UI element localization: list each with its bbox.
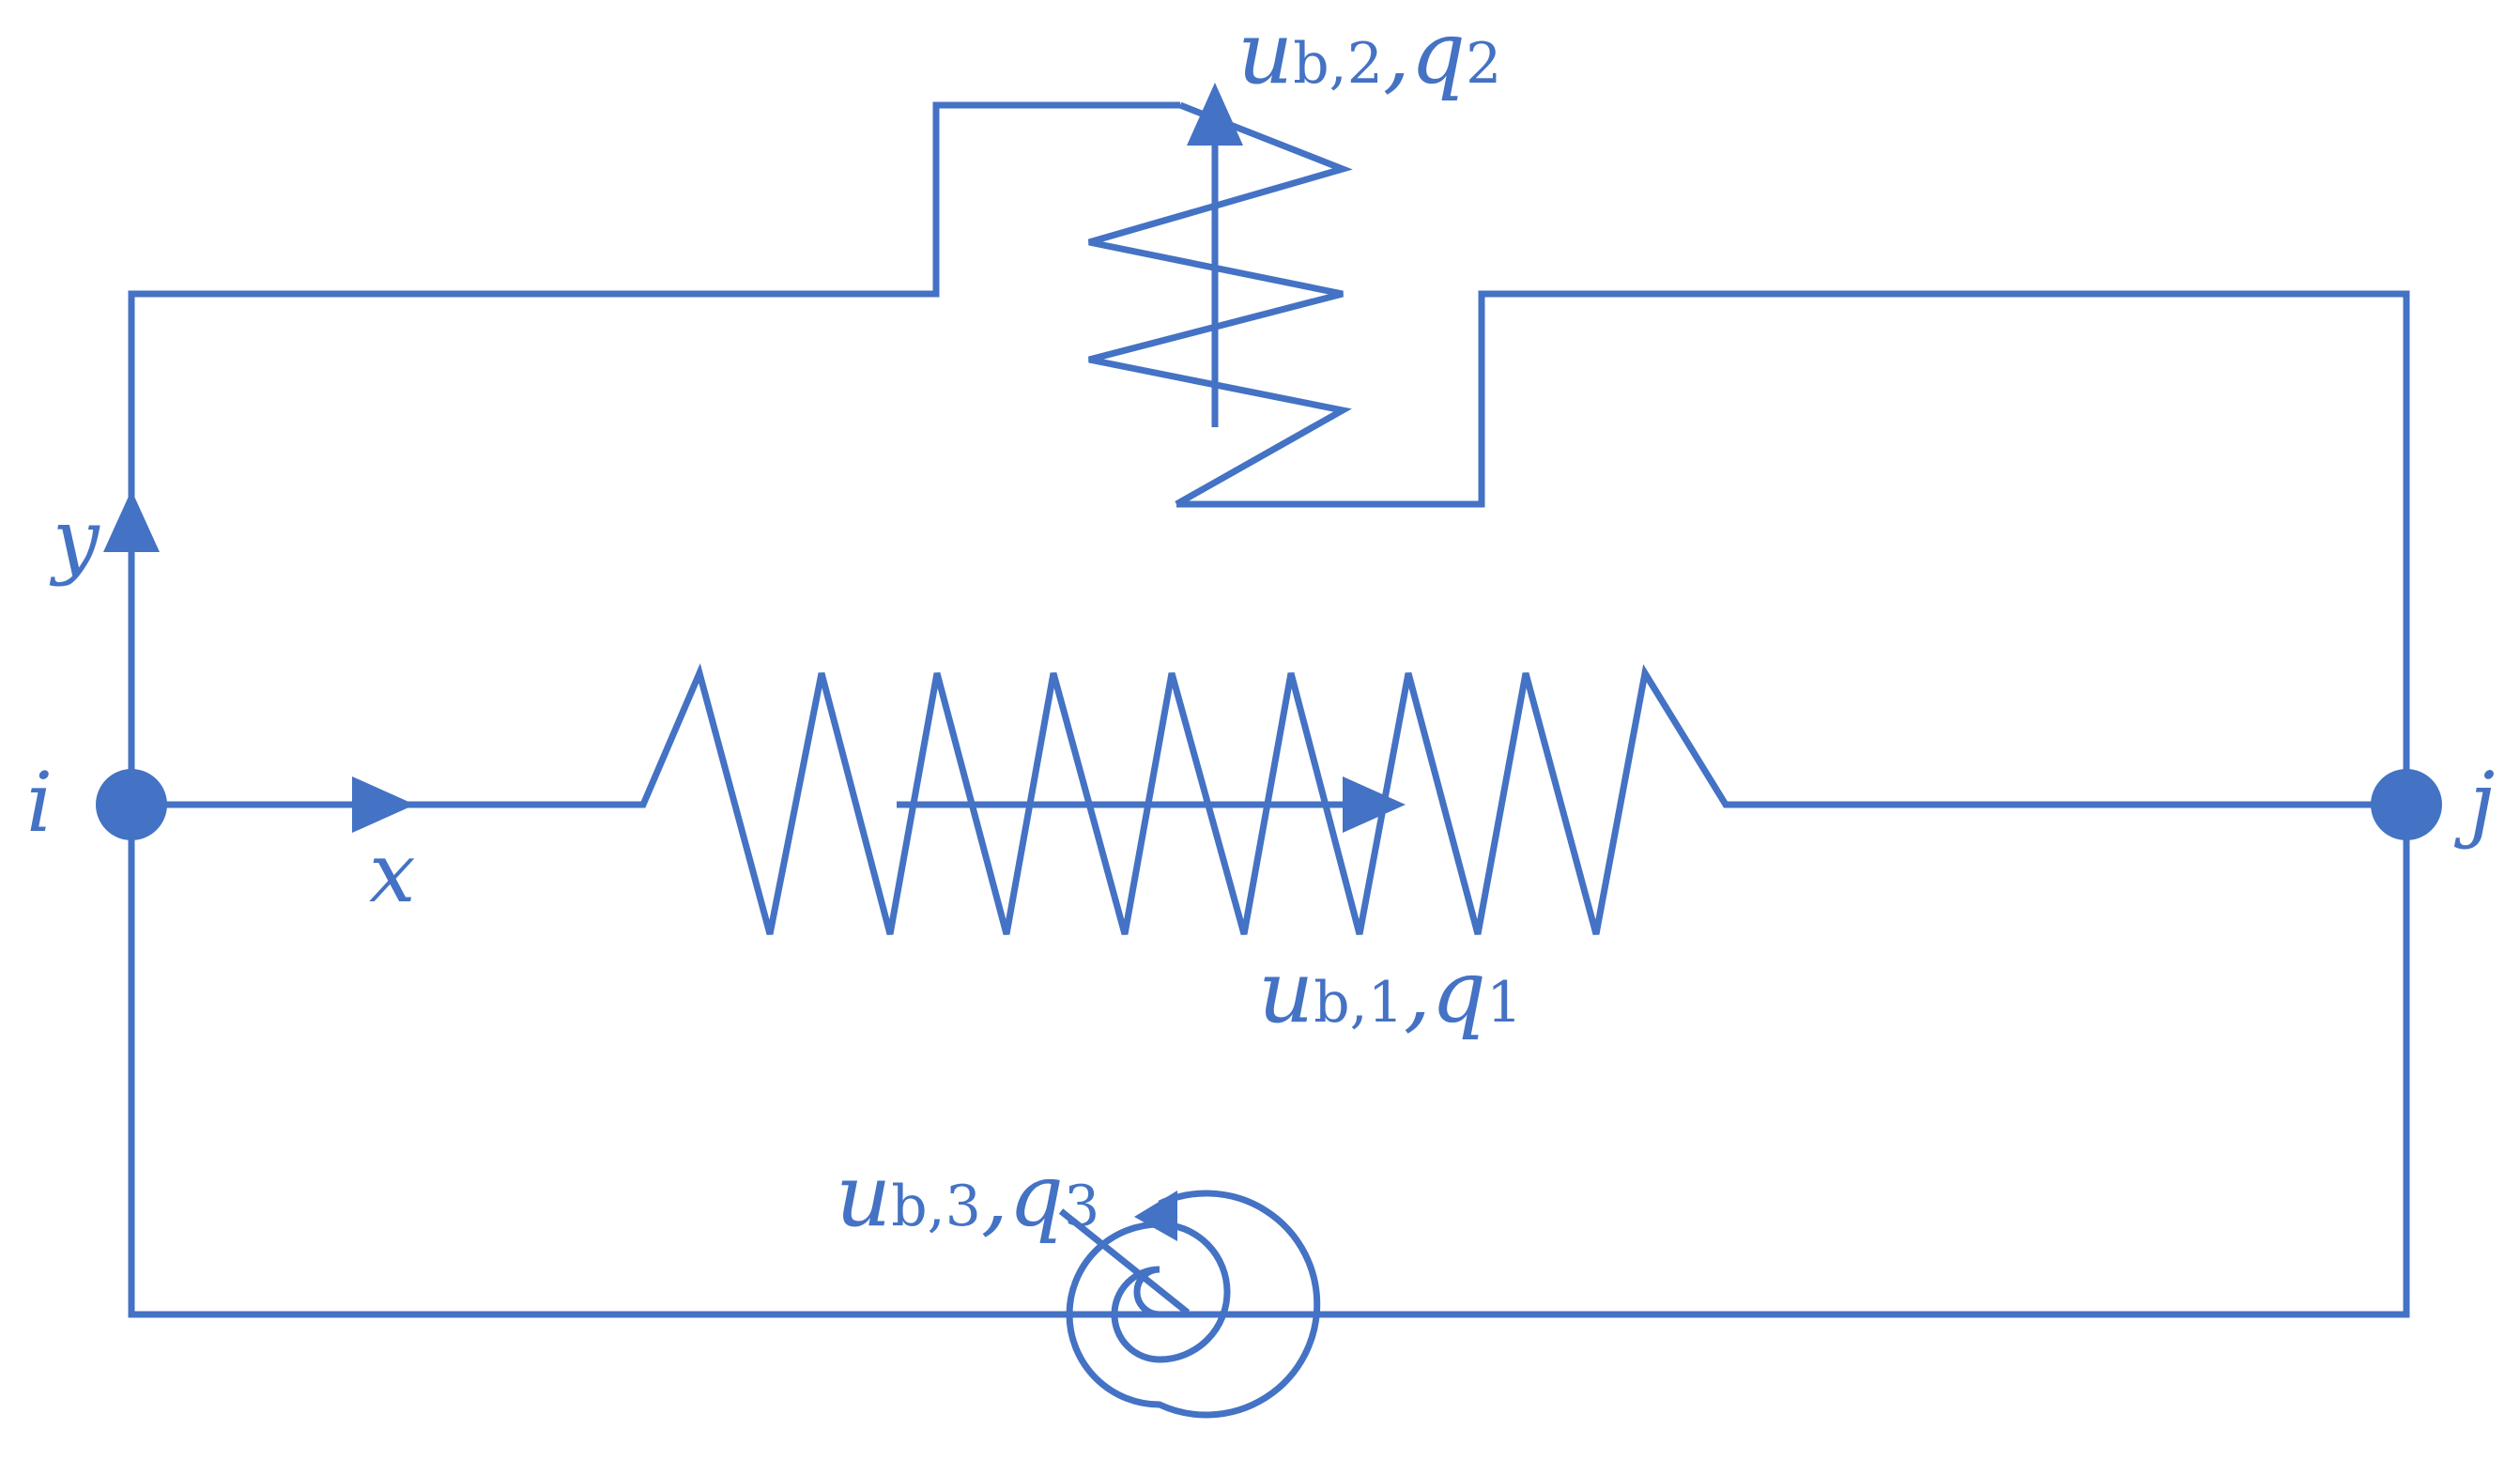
rotational-arrow-head: [1134, 1191, 1177, 1241]
axial-q: q: [1431, 942, 1486, 1042]
axial-u: u: [1258, 942, 1314, 1042]
axial-arrow-head: [1343, 776, 1406, 833]
node-j: [2371, 769, 2442, 840]
axial-u-sub: b,1: [1314, 970, 1404, 1036]
transverse-q: q: [1410, 3, 1466, 103]
y-axis-label: y: [49, 491, 100, 588]
frame-bottom: [128, 807, 2410, 1318]
node-i: [96, 769, 167, 840]
rotational-sep: ,: [981, 1145, 1008, 1246]
rotational-u: u: [836, 1145, 891, 1246]
frame-top-left: [128, 101, 1180, 807]
transverse-arrow-head: [1187, 83, 1243, 146]
rotational-spring-lever: [1058, 1208, 1191, 1315]
rotational-q-sub: 3: [1064, 1174, 1099, 1239]
transverse-u: u: [1237, 3, 1293, 103]
axial-sep: ,: [1404, 942, 1431, 1042]
x-axis-label: x: [369, 824, 416, 921]
y-axis-arrow-head: [103, 490, 160, 552]
transverse-spring-label: ub,2,q2: [1237, 3, 1501, 103]
frame-top-right: [1176, 290, 2410, 807]
node-i-label: i: [26, 754, 53, 851]
axial-q-sub: 1: [1486, 970, 1522, 1036]
transverse-spring: [1088, 101, 1353, 508]
transverse-q-sub: 2: [1466, 31, 1501, 97]
rotational-u-sub: b,3: [891, 1174, 981, 1239]
x-axis-arrow-head: [352, 776, 415, 833]
transverse-sep: ,: [1383, 3, 1410, 103]
axial-spring-label: ub,1,q1: [1258, 942, 1522, 1042]
rotational-spring-spiral: [1066, 1190, 1321, 1419]
transverse-u-sub: b,2: [1293, 31, 1383, 97]
node-j-label: j: [2453, 754, 2495, 851]
rotational-spring-label: ub,3,q3: [836, 1145, 1099, 1246]
axial-spring: [131, 663, 2406, 935]
rotational-q: q: [1008, 1145, 1064, 1246]
